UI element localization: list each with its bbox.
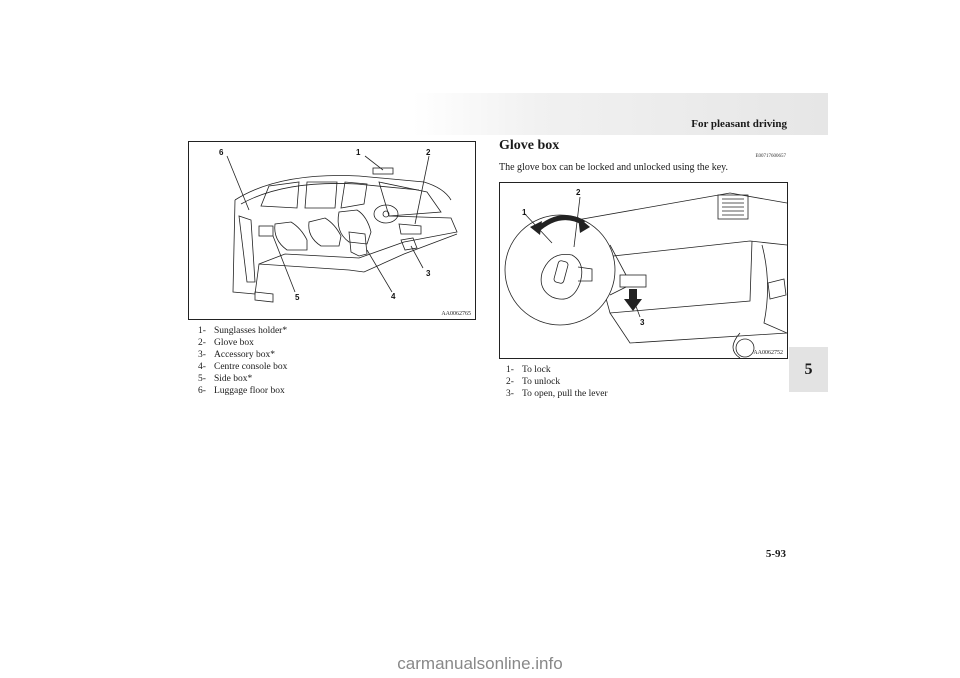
figure-code: AA0062752 <box>753 350 783 356</box>
list-item: 6-Luggage floor box <box>198 386 285 396</box>
page-header-title: For pleasant driving <box>691 118 787 130</box>
callout-5: 5 <box>295 293 300 302</box>
list-item: 2-To unlock <box>506 377 561 387</box>
callout-2: 2 <box>426 148 431 157</box>
list-item: 1-Sunglasses holder* <box>198 326 288 336</box>
list-item: 3-Accessory box* <box>198 350 275 360</box>
section-title: Glove box <box>499 138 560 153</box>
list-item: 1-To lock <box>506 365 551 375</box>
list-item: 3-To open, pull the lever <box>506 389 608 399</box>
watermark-link[interactable]: carmanualsonline.info <box>397 654 563 673</box>
callout-3: 3 <box>640 318 645 327</box>
glove-box-legend-list: 1-To lock 2-To unlock 3-To open, pull th… <box>506 364 608 400</box>
callout-6: 6 <box>219 148 224 157</box>
interior-drawing <box>226 155 458 303</box>
interior-storage-illustration: 6 1 2 3 4 5 AA0062765 <box>188 141 476 320</box>
callout-2: 2 <box>576 188 581 197</box>
section-intro: The glove box can be locked and unlocked… <box>499 162 729 173</box>
glove-box-drawing <box>504 192 787 358</box>
glove-box-illustration: 1 2 3 AA0062752 <box>499 182 788 359</box>
section-code: E00717600657 <box>755 154 786 159</box>
figure-code: AA0062765 <box>441 311 471 317</box>
list-item: 4-Centre console box <box>198 362 288 372</box>
list-item: 2-Glove box <box>198 338 254 348</box>
header-band <box>413 93 828 135</box>
page-number: 5-93 <box>765 548 786 560</box>
callout-1: 1 <box>356 148 361 157</box>
storage-legend-list: 1-Sunglasses holder* 2-Glove box 3-Acces… <box>198 325 287 397</box>
callout-4: 4 <box>391 292 396 301</box>
callout-3: 3 <box>426 269 431 278</box>
list-item: 5-Side box* <box>198 374 253 384</box>
callout-1: 1 <box>522 208 527 217</box>
chapter-tab: 5 <box>789 347 828 392</box>
